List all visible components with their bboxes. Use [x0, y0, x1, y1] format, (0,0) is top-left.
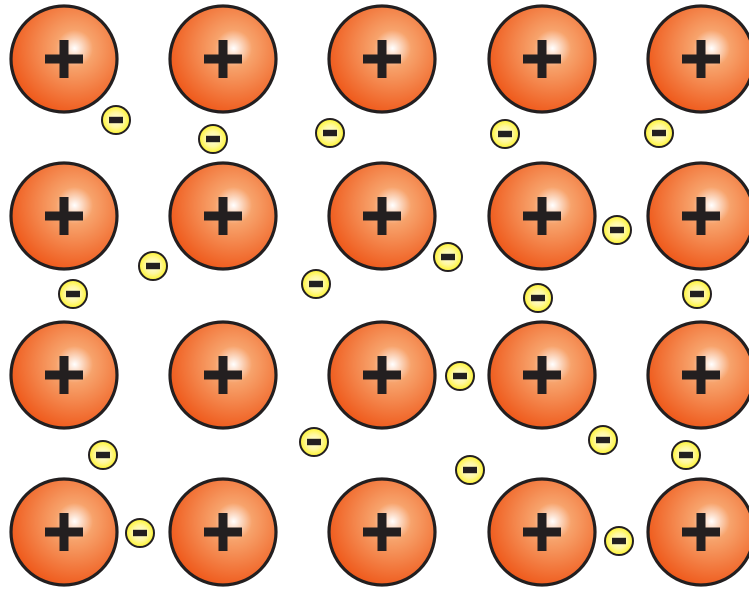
positive-ion: +: [648, 163, 749, 269]
minus-sign-icon: [498, 131, 512, 137]
electron: −: [683, 280, 711, 308]
minus-sign-icon: [109, 117, 123, 123]
positive-ion: +: [329, 163, 435, 269]
positive-ion: +: [11, 6, 117, 112]
positive-ion: +: [170, 163, 276, 269]
electron: −: [603, 216, 631, 244]
positive-ion-lattice: + + + + + + + + + + + + + + + + + + + +: [11, 6, 749, 585]
minus-sign-icon: [596, 437, 610, 443]
electron: −: [126, 519, 154, 547]
electron: −: [102, 106, 130, 134]
minus-sign-icon: [690, 291, 704, 297]
minus-sign-icon: [652, 130, 666, 136]
positive-ion: +: [648, 479, 749, 585]
electron: −: [89, 441, 117, 469]
positive-ion: +: [11, 479, 117, 585]
minus-sign-icon: [531, 295, 545, 301]
minus-sign-icon: [206, 136, 220, 142]
positive-ion: +: [11, 322, 117, 428]
minus-sign-icon: [610, 227, 624, 233]
positive-ion: +: [489, 479, 595, 585]
minus-sign-icon: [441, 254, 455, 260]
electron: −: [139, 252, 167, 280]
electron: −: [672, 441, 700, 469]
positive-ion: +: [648, 322, 749, 428]
minus-sign-icon: [323, 130, 337, 136]
positive-ion: +: [648, 6, 749, 112]
minus-sign-icon: [133, 530, 147, 536]
electron: −: [645, 119, 673, 147]
minus-sign-icon: [612, 538, 626, 544]
positive-ion: +: [489, 6, 595, 112]
positive-ion: +: [489, 163, 595, 269]
electron: −: [316, 119, 344, 147]
minus-sign-icon: [309, 281, 323, 287]
positive-ion: +: [329, 479, 435, 585]
electron: −: [456, 456, 484, 484]
electron: −: [605, 527, 633, 555]
minus-sign-icon: [463, 467, 477, 473]
electron: −: [589, 426, 617, 454]
electron: −: [302, 270, 330, 298]
positive-ion: +: [170, 6, 276, 112]
positive-ion: +: [11, 163, 117, 269]
electron: −: [59, 280, 87, 308]
minus-sign-icon: [146, 263, 160, 269]
electron: −: [199, 125, 227, 153]
positive-ion: +: [170, 322, 276, 428]
electron: −: [524, 284, 552, 312]
electron: −: [446, 362, 474, 390]
minus-sign-icon: [307, 439, 321, 445]
positive-ion: +: [170, 479, 276, 585]
electron: −: [434, 243, 462, 271]
electron: −: [491, 120, 519, 148]
minus-sign-icon: [96, 452, 110, 458]
positive-ion: +: [329, 322, 435, 428]
positive-ion: +: [329, 6, 435, 112]
minus-sign-icon: [66, 291, 80, 297]
positive-ion: +: [489, 322, 595, 428]
minus-sign-icon: [679, 452, 693, 458]
electron: −: [300, 428, 328, 456]
minus-sign-icon: [453, 373, 467, 379]
